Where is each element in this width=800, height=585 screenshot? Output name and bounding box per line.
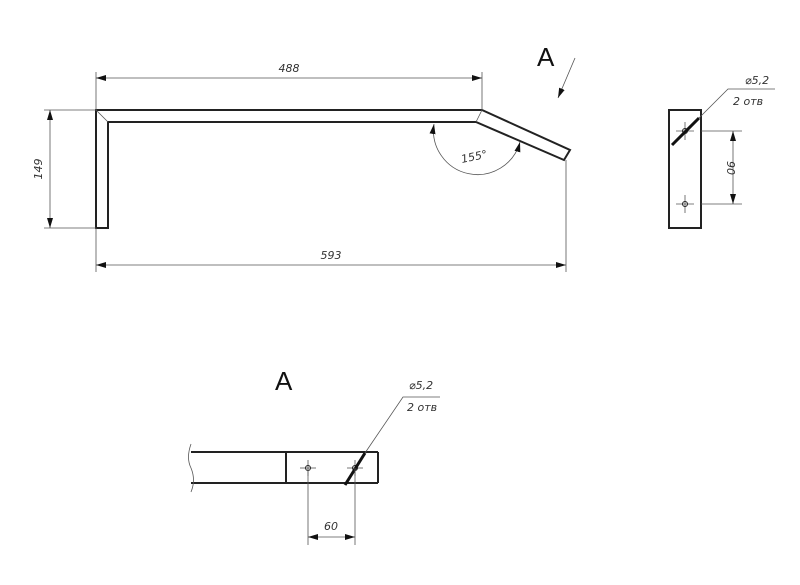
dim-488-label: 488 <box>279 62 300 75</box>
angle-label: 155° <box>460 148 489 166</box>
view-direction-arrow-icon <box>557 57 576 99</box>
view-a-strip <box>188 396 440 545</box>
dim-60-label: 60 <box>324 520 338 533</box>
dim-149-label: 149 <box>32 159 45 180</box>
view-a-hole-count: 2 отв <box>407 401 437 414</box>
view-a-title: A <box>275 366 293 396</box>
side-view <box>668 88 775 229</box>
dimension-593 <box>95 160 567 272</box>
dimension-488 <box>95 72 483 110</box>
view-a-marker: A <box>537 42 555 72</box>
side-hole-count: 2 отв <box>733 95 763 108</box>
angle-dimension <box>429 123 521 175</box>
dim-593-label: 593 <box>321 249 342 262</box>
dimension-149 <box>44 109 96 229</box>
bracket-main-view <box>95 109 572 229</box>
view-a-hole-diameter: ⌀5,2 <box>409 379 433 392</box>
dim-90-label: 90 <box>724 161 737 175</box>
side-hole-diameter: ⌀5,2 <box>745 74 769 87</box>
